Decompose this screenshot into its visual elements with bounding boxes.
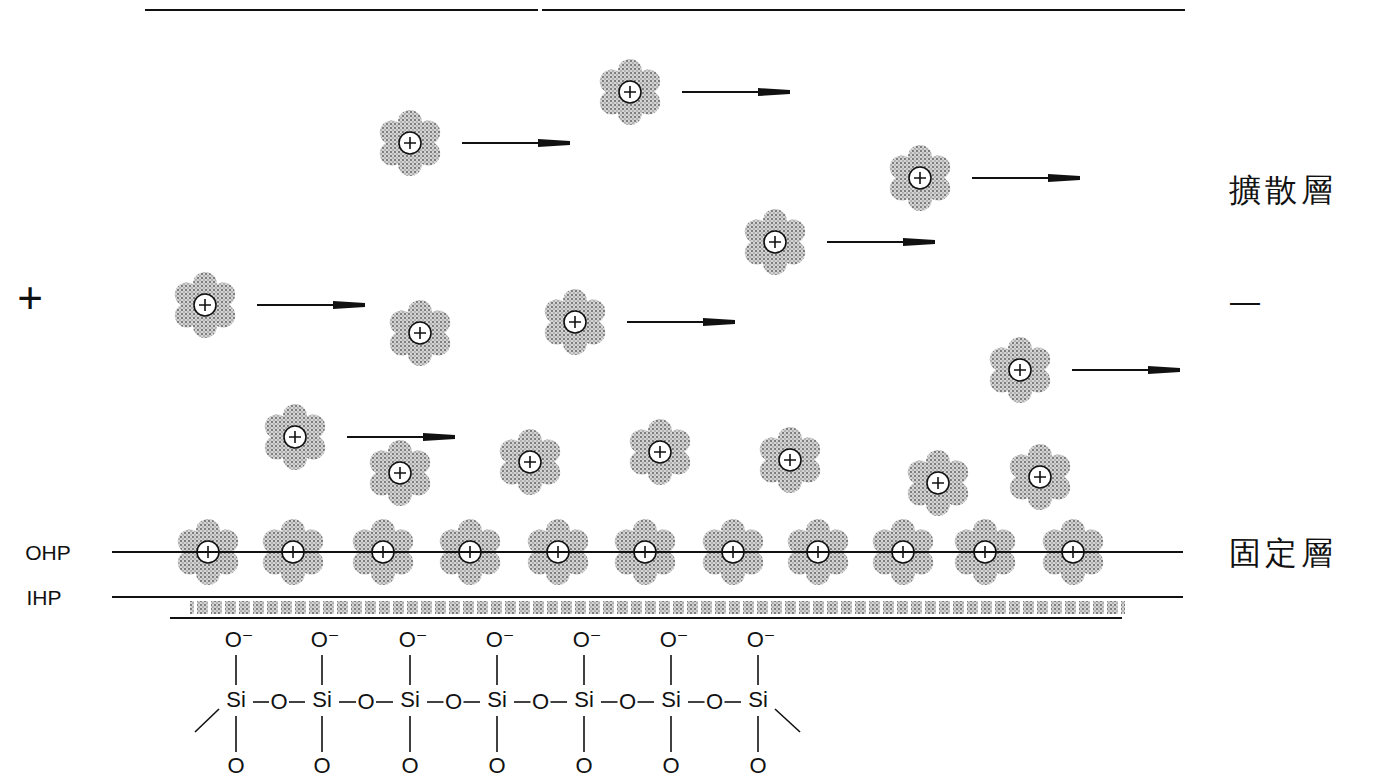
chemical-bond — [757, 655, 759, 685]
hydrated-cation — [390, 300, 450, 366]
oxygen-atom: O — [227, 755, 244, 777]
hydrated-cation — [745, 209, 935, 275]
bridging-oxygen: O — [706, 691, 723, 713]
oxygen-atom: O — [575, 755, 592, 777]
hydrated-cation — [990, 337, 1180, 403]
oxygen-atom: O — [749, 755, 766, 777]
electrode-sign: — — [1230, 287, 1260, 317]
silicon-atom: Si — [226, 689, 246, 711]
chemical-bond — [409, 716, 411, 752]
ihp-line — [112, 596, 1183, 598]
chemical-bond — [757, 716, 759, 752]
silica-surface-line — [170, 617, 1122, 619]
hydrated-cation — [175, 272, 365, 338]
bridging-oxygen: O — [445, 691, 462, 713]
hydrated-cation — [600, 59, 790, 125]
hydrated-cation — [545, 289, 735, 355]
silicon-atom: Si — [312, 689, 332, 711]
hydrated-cation — [370, 440, 430, 506]
oxygen-anion: O⁻ — [486, 629, 515, 651]
bridging-oxygen: O — [357, 691, 374, 713]
chemical-bond — [496, 655, 498, 685]
bridging-oxygen: O — [532, 691, 549, 713]
chemical-bond — [670, 716, 672, 752]
oxygen-atom: O — [401, 755, 418, 777]
silicon-atom: Si — [661, 689, 681, 711]
bridging-oxygen: O — [619, 691, 636, 713]
chemical-bond — [409, 655, 411, 685]
hydrated-cation — [1010, 444, 1070, 510]
hydrated-cation — [630, 419, 690, 485]
top-boundary — [542, 9, 1185, 11]
plane-label: OHP — [25, 542, 71, 563]
chemical-bond — [195, 709, 219, 732]
chemical-bond — [514, 701, 531, 703]
silica-bonds — [195, 655, 800, 752]
layer-label: 固定層 — [1229, 537, 1337, 569]
ohp-line — [112, 551, 1183, 553]
chemical-bond — [321, 716, 323, 752]
silicon-atom: Si — [574, 689, 594, 711]
chemical-bond — [496, 716, 498, 752]
hydrated-cation — [760, 427, 820, 493]
chemical-bond — [583, 716, 585, 752]
chemical-bond — [235, 716, 237, 752]
top-boundary — [145, 9, 538, 11]
chemical-bond — [775, 709, 800, 732]
adsorbed-water-layer — [190, 599, 1125, 615]
silicon-atom: Si — [487, 689, 507, 711]
layer-label: 擴散層 — [1229, 174, 1337, 206]
oxygen-atom: O — [313, 755, 330, 777]
chemical-bond — [638, 701, 655, 703]
oxygen-anion: O⁻ — [311, 629, 340, 651]
oxygen-anion: O⁻ — [660, 629, 689, 651]
oxygen-anion: O⁻ — [747, 629, 776, 651]
chemical-bond — [235, 655, 237, 685]
chemical-bond — [339, 701, 356, 703]
chemical-bond — [725, 701, 742, 703]
silicon-atom: Si — [748, 689, 768, 711]
oxygen-anion: O⁻ — [399, 629, 428, 651]
chemical-bond — [376, 701, 393, 703]
oxygen-atom: O — [662, 755, 679, 777]
hydrated-cations — [175, 59, 1180, 585]
oxygen-anion: O⁻ — [225, 629, 254, 651]
bridging-oxygen: O — [270, 691, 287, 713]
plane-label: IHP — [26, 587, 61, 608]
chemical-bond — [551, 701, 568, 703]
chemical-bond — [427, 701, 444, 703]
silicon-atom: Si — [400, 689, 420, 711]
oxygen-atom: O — [488, 755, 505, 777]
chemical-bond — [464, 701, 481, 703]
oxygen-anion: O⁻ — [573, 629, 602, 651]
chemical-bond — [321, 655, 323, 685]
hydrated-cation — [500, 429, 560, 495]
chemical-bond — [601, 701, 618, 703]
chemical-bond — [253, 701, 269, 703]
chemical-bond — [289, 701, 305, 703]
hydrated-cation — [908, 450, 968, 516]
electrode-sign: + — [17, 276, 43, 320]
chemical-bond — [688, 701, 705, 703]
hydrated-cation — [380, 110, 570, 176]
chemical-bond — [583, 655, 585, 685]
chemical-bond — [670, 655, 672, 685]
hydrated-cation — [890, 145, 1080, 211]
